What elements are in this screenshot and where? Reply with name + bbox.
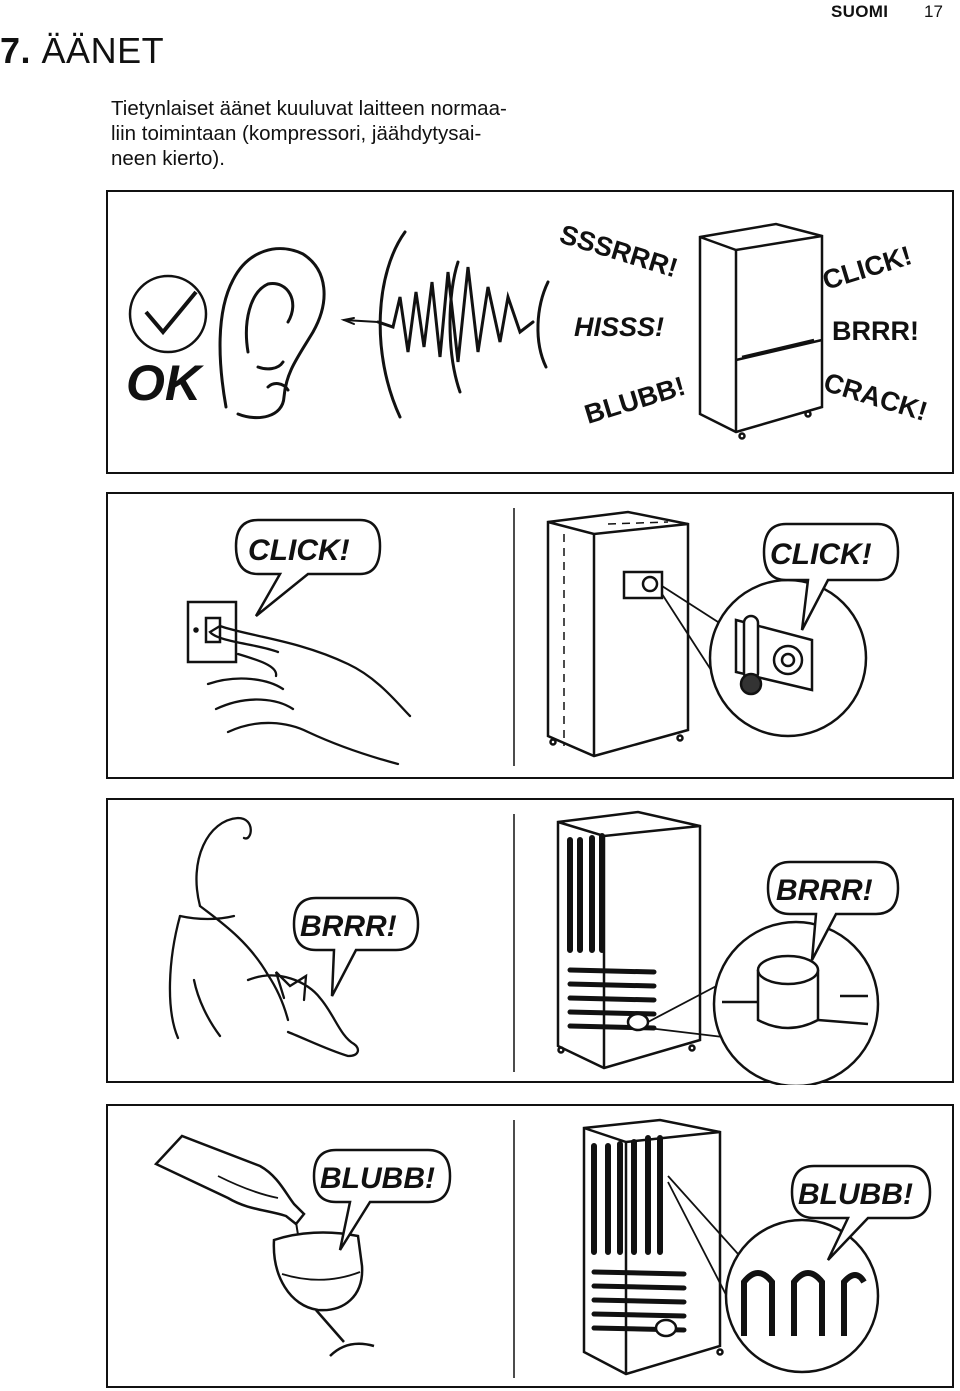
click-label-right: CLICK! [770,538,872,571]
ok-label: OK [126,355,205,411]
click-label-left: CLICK! [248,534,350,567]
section-title-text: ÄÄNET [41,30,165,71]
ear-icon [218,247,326,420]
compressor-zoom-icon [712,920,880,1085]
cat-icon [168,816,360,1058]
panel-normal-sounds: OK SSSRRR! HISSS! BLUBB! CLICK! [106,190,954,474]
wine-glass-icon [272,1231,375,1357]
speech-bubble-right: CLICK! [762,522,900,631]
panel-compressor-brrr: BRRR! BRRR! [106,798,954,1085]
blubb-label-right: BLUBB! [798,1178,913,1211]
light-switch-icon [186,600,238,664]
sound-label-blubb: BLUBB! [581,371,689,430]
refrigerant-coil-zoom-icon [724,1218,880,1374]
sound-label-sssrrr: SSSRRR! [556,219,681,283]
speech-bubble-right: BLUBB! [790,1164,932,1261]
fridge-back-icon [556,810,702,1070]
speech-bubble-left: BRRR! [292,896,420,997]
intro-line-1: Tietynlaiset äänet kuuluvat laitteen nor… [111,97,507,120]
fridge-cabinet-icon [546,510,690,758]
panel-thermostat-click: CLICK! [106,492,954,779]
sound-label-click: CLICK! [819,240,915,295]
panel-refrigerant-blubb: BLUBB! BLUBB! [106,1104,954,1388]
speech-bubble-left: CLICK! [234,518,382,617]
brrr-label-right: BRRR! [776,874,873,907]
sound-label-brrr: BRRR! [832,316,919,346]
intro-paragraph: Tietynlaiset äänet kuuluvat laitteen nor… [111,96,571,171]
sound-label-hisss: HISSS! [574,312,664,342]
brrr-label-left: BRRR! [300,910,397,943]
fridge-back-icon [582,1118,724,1376]
fridge-icon [698,222,824,440]
hand-icon [206,624,412,766]
section-title: 7. ÄÄNET [0,30,164,72]
section-number: 7. [0,30,32,71]
speech-bubble-right: BRRR! [766,860,900,961]
sound-label-crack: CRACK! [820,367,931,427]
sound-wave-icon [340,230,550,419]
page-number: 17 [924,2,943,21]
blubb-label-left: BLUBB! [320,1162,435,1195]
speech-bubble-left: BLUBB! [312,1148,452,1251]
header-language: SUOMI [831,2,889,21]
bottle-icon [153,1134,306,1226]
checkmark-icon [128,274,208,354]
intro-line-2: liin toimintaan (kompressori, jäähdytysa… [111,122,482,145]
thermostat-zoom-icon [708,578,868,738]
intro-line-3: neen kierto). [111,147,225,170]
